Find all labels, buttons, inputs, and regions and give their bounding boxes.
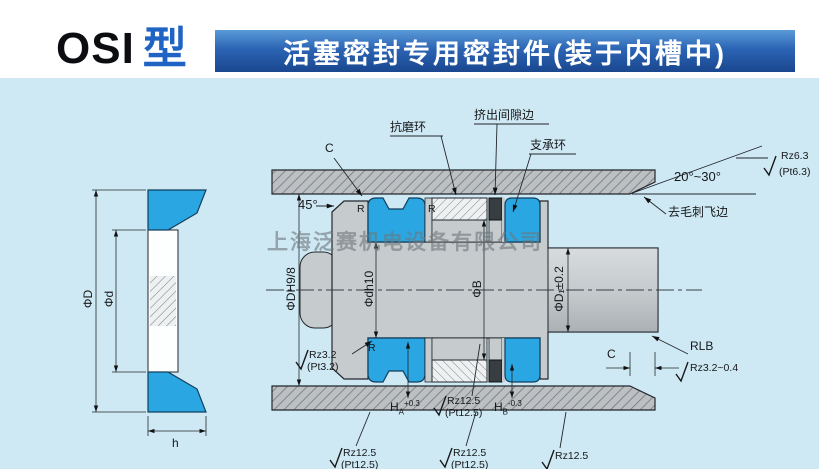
roughness-rz63-l2: (Pt6.3) [779,166,811,178]
roughness-rz125-l1: Rz12.5 [447,395,481,407]
roughness-rz125-l1: Rz12.5 [453,447,487,459]
title-bar: 活塞密封专用密封件(装于内槽中) [215,30,795,72]
seal-assembly-bottom [367,337,541,383]
dim-bore: ΦDH9/8 [284,267,298,311]
roughness-icon [541,449,555,469]
angle-45: 45° [298,197,318,212]
roughness-rz125-l2: (Pt12.5) [341,459,379,469]
radius-label: R [357,203,365,215]
dim-phi-d: Φd [102,290,116,308]
page-title: 活塞密封专用密封件(装于内槽中) [283,38,727,69]
callout-rlb: RLB [690,339,714,353]
dim-c-top: C [325,141,334,155]
roughness-rz63-l1: Rz6.3 [781,150,809,162]
watermark: 上海泛赛机电设备有限公司 [267,231,543,254]
callout-support-ring: 支承环 [530,138,567,152]
dim-hb: HB-0.3 [494,399,522,417]
dimension-lines-left [92,189,207,436]
roughness-rz32-l1: Rz3.2 [309,349,337,361]
series-type-char: 型 [142,24,188,73]
callout-extrusion-gap: 挤出间隙边 [474,108,535,122]
roughness-rz125-l2: (Pt12.5) [451,459,489,469]
cylinder-wall-section [271,169,656,411]
roughness-icon [675,361,689,382]
dim-rod: ΦD₁±0.2 [552,266,566,312]
roughness-range: Rz3.2~0.4 [690,362,739,374]
roughness-rz125-l1: Rz12.5 [555,450,589,462]
callout-wear-ring: 抗磨环 [390,120,427,134]
dimension-lines-assembly [296,194,679,398]
dim-c-right: C [607,347,616,361]
radius-label: R [368,342,376,354]
dim-ha: HA+0.3 [390,399,420,417]
angle-20-30: 20°~30° [674,169,721,184]
callout-deburr: 去毛刺飞边 [668,205,729,219]
seal-profile-left [147,189,207,413]
dim-phi-D: ΦD [81,289,95,309]
dim-phi-B: ΦB [470,280,484,298]
dim-h: h [172,436,179,450]
roughness-rz125-l1: Rz12.5 [343,447,377,459]
radius-label: R [428,203,436,215]
series-code: OSI [56,24,135,73]
roughness-icon [763,155,777,176]
dim-groove: Φdh10 [362,270,376,308]
callout-leaders [316,123,768,449]
roughness-rz32-l2: (Pt3.2) [307,361,339,373]
roughness-rz125-l2: (Pt12.5) [445,407,483,419]
